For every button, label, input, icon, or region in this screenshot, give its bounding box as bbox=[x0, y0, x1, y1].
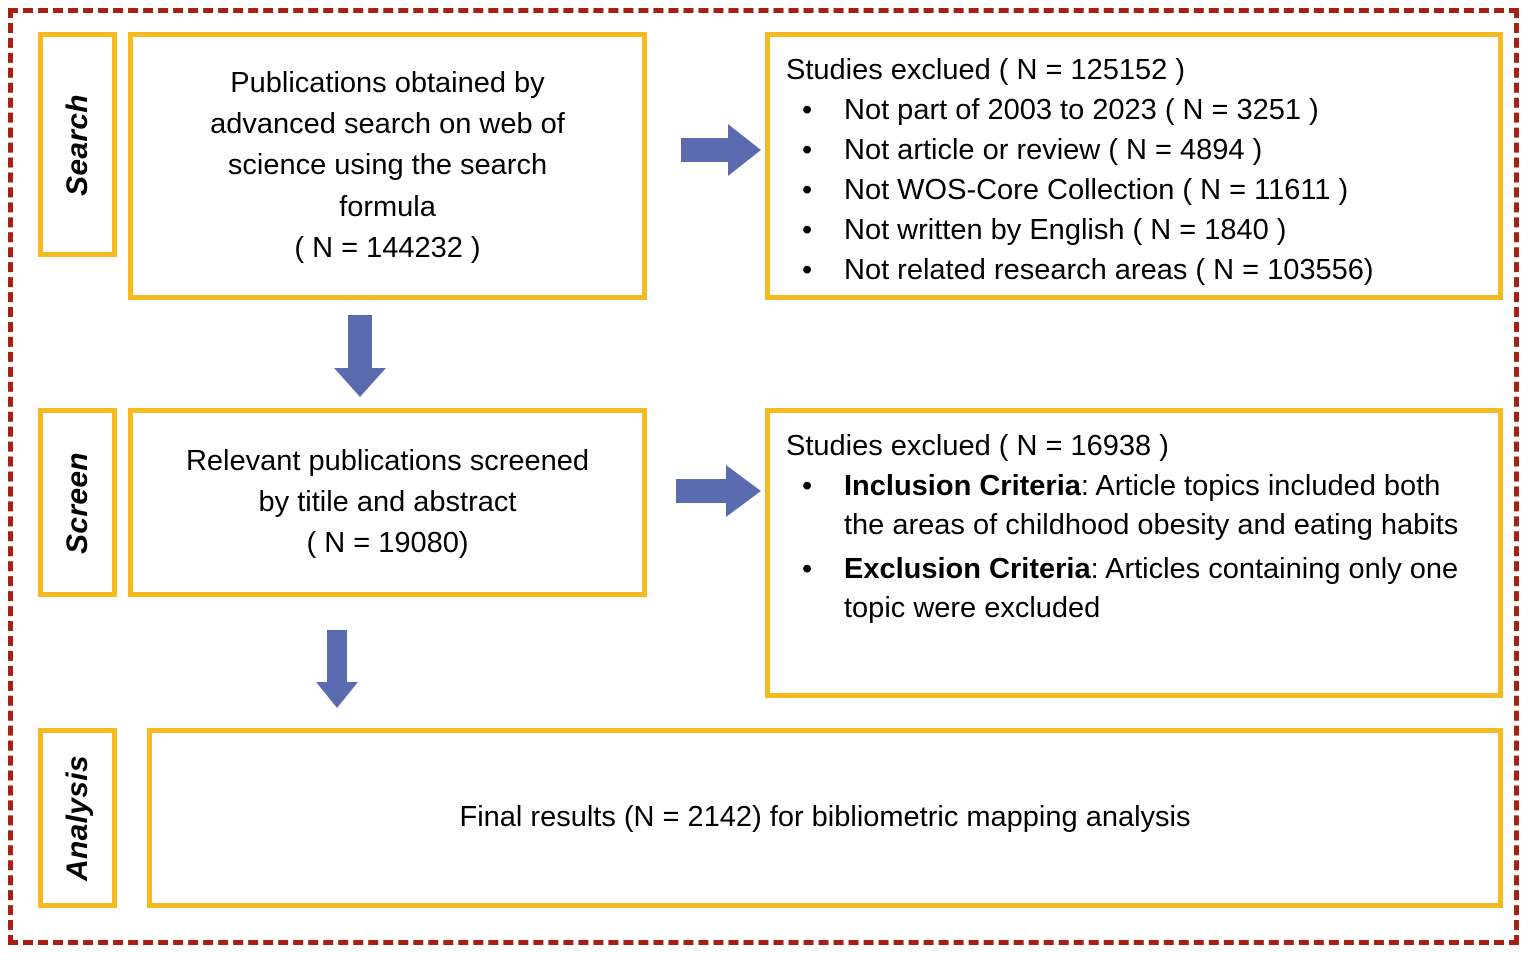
bullet-icon: • bbox=[802, 173, 813, 206]
bullet-icon: • bbox=[802, 253, 813, 286]
screen-source-count: ( N = 19080) bbox=[306, 527, 469, 560]
list-item: • Inclusion Criteria: Article topics inc… bbox=[786, 467, 1482, 545]
bullet-icon: • bbox=[802, 552, 813, 585]
list-item: • Not article or review ( N = 4894 ) bbox=[786, 131, 1482, 170]
criteria-text: : Articles containing only one topic wer… bbox=[844, 552, 1459, 624]
bullet-icon: • bbox=[802, 213, 813, 246]
stage-label-screen: Screen bbox=[38, 408, 117, 597]
search-source-line-2: advanced search on web of bbox=[210, 108, 565, 141]
search-source-line-4: formula bbox=[339, 190, 436, 223]
arrow-screen-to-excluded bbox=[676, 463, 761, 519]
list-item: • Not part of 2003 to 2023 ( N = 3251 ) bbox=[786, 91, 1482, 130]
screen-excluded-content: Studies exclued ( N = 16938 ) • Inclusio… bbox=[770, 413, 1498, 643]
criteria-text: : Article topics included both the areas… bbox=[844, 470, 1459, 542]
bullet-icon: • bbox=[802, 94, 813, 127]
box-search-excluded: Studies exclued ( N = 125152 ) • Not par… bbox=[765, 32, 1503, 300]
list-item: • Not written by English ( N = 1840 ) bbox=[786, 211, 1482, 250]
search-excluded-list: • Not part of 2003 to 2023 ( N = 3251 ) … bbox=[786, 91, 1482, 289]
stage-label-analysis-text: Analysis bbox=[60, 755, 94, 881]
arrow-search-to-excluded bbox=[681, 122, 761, 178]
box-screen-source: Relevant publications screened by titile… bbox=[128, 408, 647, 597]
screen-excluded-list: • Inclusion Criteria: Article topics inc… bbox=[786, 467, 1482, 627]
list-item-text: Not written by English ( N = 1840 ) bbox=[844, 213, 1287, 246]
box-search-source-text: Publications obtained by advanced search… bbox=[196, 63, 579, 269]
search-source-count: ( N = 144232 ) bbox=[294, 231, 481, 264]
criteria-label: Inclusion Criteria bbox=[844, 470, 1081, 503]
search-source-line-3: science using the search bbox=[227, 149, 548, 182]
list-item-text: Not related research areas ( N = 103556) bbox=[844, 253, 1374, 286]
stage-label-analysis: Analysis bbox=[38, 728, 117, 908]
screen-source-line-1: Relevant publications screened bbox=[185, 444, 590, 477]
list-item-text: Not article or review ( N = 4894 ) bbox=[844, 134, 1263, 167]
search-excluded-content: Studies exclued ( N = 125152 ) • Not par… bbox=[770, 37, 1498, 301]
figure-outer-frame bbox=[8, 8, 1519, 945]
bullet-icon: • bbox=[802, 470, 813, 503]
screen-excluded-heading: Studies exclued ( N = 16938 ) bbox=[786, 430, 1169, 462]
search-excluded-heading: Studies exclued ( N = 125152 ) bbox=[786, 54, 1185, 86]
screen-source-line-2: by titile and abstract bbox=[258, 485, 517, 518]
stage-label-search: Search bbox=[38, 32, 117, 257]
stage-label-screen-text: Screen bbox=[60, 451, 94, 554]
list-item-text: Not part of 2003 to 2023 ( N = 3251 ) bbox=[844, 94, 1319, 127]
box-screen-excluded: Studies exclued ( N = 16938 ) • Inclusio… bbox=[765, 408, 1503, 698]
search-source-line-1: Publications obtained by bbox=[230, 67, 545, 100]
box-final-result: Final results (N = 2142) for bibliometri… bbox=[147, 728, 1503, 908]
stage-label-search-text: Search bbox=[60, 93, 94, 196]
box-screen-source-text: Relevant publications screened by titile… bbox=[172, 441, 603, 565]
list-item: • Not WOS-Core Collection ( N = 11611 ) bbox=[786, 171, 1482, 210]
arrow-screen-to-analysis bbox=[316, 630, 358, 708]
arrow-search-to-screen bbox=[334, 315, 386, 397]
list-item: • Exclusion Criteria: Articles containin… bbox=[786, 550, 1482, 628]
box-final-result-text: Final results (N = 2142) for bibliometri… bbox=[459, 801, 1191, 834]
list-item-text: Not WOS-Core Collection ( N = 11611 ) bbox=[844, 173, 1349, 206]
list-item: • Not related research areas ( N = 10355… bbox=[786, 251, 1482, 290]
criteria-label: Exclusion Criteria bbox=[844, 552, 1091, 585]
bullet-icon: • bbox=[802, 134, 813, 167]
box-search-source: Publications obtained by advanced search… bbox=[128, 32, 647, 300]
